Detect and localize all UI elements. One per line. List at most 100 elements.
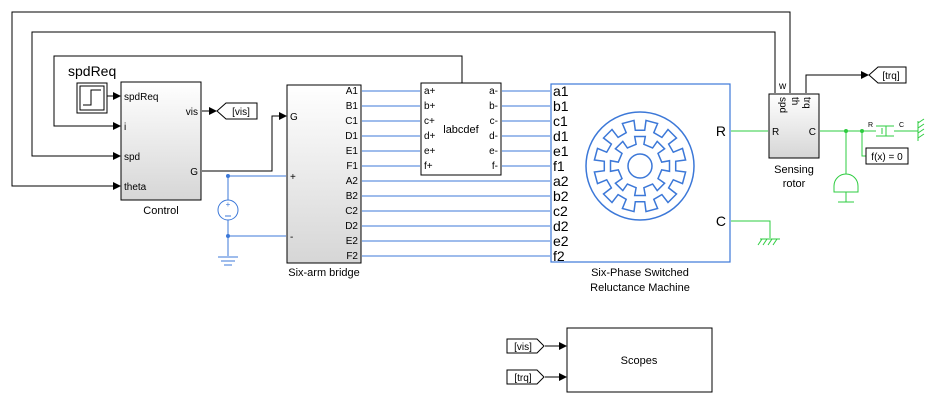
step-block[interactable]: spdReq — [68, 63, 116, 114]
srm-port-c: C — [716, 213, 726, 229]
scopes-label: Scopes — [621, 355, 658, 367]
line-g-to-bridge[interactable] — [202, 112, 287, 172]
srm-port: d1 — [553, 128, 569, 144]
labcdef-port: b- — [489, 101, 498, 112]
srm-port: b2 — [553, 188, 569, 204]
labcdef-port: f- — [492, 161, 498, 172]
srm-label-1: Six-Phase Switched — [591, 267, 689, 279]
control-port-g: G — [190, 167, 198, 178]
svg-text:[trq]: [trq] — [882, 71, 899, 82]
bridge-port: E2 — [346, 236, 359, 247]
control-label: Control — [143, 205, 178, 217]
bridge-label: Six-arm bridge — [288, 267, 360, 279]
srm-port: a2 — [553, 173, 569, 189]
labcdef-label: labcdef — [443, 124, 479, 136]
bridge-port: A2 — [346, 176, 359, 187]
vis-goto-tag[interactable]: [vis] — [216, 102, 258, 120]
bridge-port: C2 — [345, 206, 358, 217]
inertia-block[interactable] — [833, 173, 859, 203]
srm-port: c1 — [553, 113, 568, 129]
bridge-port: D1 — [345, 131, 358, 142]
control-block[interactable]: spdReq i spd theta vis G Control — [120, 81, 202, 217]
labcdef-port: a+ — [424, 86, 436, 97]
srm-port: a1 — [553, 83, 569, 99]
labcdef-left-ports: a+b+c+d+e+f+ — [424, 86, 436, 172]
labcdef-port: b+ — [424, 101, 436, 112]
srm-port: f1 — [553, 158, 565, 174]
svg-text:G: G — [290, 112, 298, 123]
bridge-port: D2 — [345, 221, 358, 232]
srm-port: b1 — [553, 98, 569, 114]
bridge-port: B1 — [346, 101, 359, 112]
svg-text:[vis]: [vis] — [514, 342, 532, 353]
sensor-w-label: w — [778, 81, 787, 92]
svg-text:f(x) = 0: f(x) = 0 — [871, 152, 903, 163]
labcdef-port: d+ — [424, 131, 436, 142]
electrical-lines — [227, 90, 550, 257]
svg-text:R: R — [868, 122, 873, 129]
line-trq-to-goto[interactable] — [805, 71, 869, 93]
mechanical-ground-icon[interactable] — [757, 238, 780, 246]
bridge-port: F1 — [346, 161, 358, 172]
ground-reference-icon[interactable] — [917, 118, 925, 141]
control-port-vis: vis — [186, 107, 198, 118]
labcdef-port: f+ — [424, 161, 433, 172]
electrical-ground-icon[interactable] — [218, 256, 238, 266]
scopes-from-vis[interactable]: [vis] — [506, 338, 545, 354]
bridge-port: A1 — [346, 86, 359, 97]
svg-text:th: th — [789, 97, 800, 105]
control-port-spd: spd — [124, 152, 140, 163]
svg-text:rotor: rotor — [783, 178, 806, 190]
bridge-port: F2 — [346, 251, 358, 262]
srm-label-2: Reluctance Machine — [590, 282, 690, 294]
labcdef-port: c- — [490, 116, 498, 127]
step-icon — [83, 89, 101, 106]
labcdef-port: a- — [489, 86, 498, 97]
bridge-port: E1 — [346, 146, 359, 157]
control-port-theta: theta — [124, 182, 147, 193]
line-case-to-ground[interactable] — [731, 220, 771, 238]
svg-text:+: + — [290, 172, 296, 183]
solver-configuration-block[interactable]: f(x) = 0 — [865, 147, 909, 165]
labcdef-port: e- — [489, 146, 498, 157]
scopes-block[interactable]: Scopes — [566, 327, 713, 393]
line-current-to-i[interactable] — [53, 55, 463, 130]
scopes-from-trq[interactable]: [trq] — [506, 369, 545, 385]
svg-text:Sensing: Sensing — [774, 164, 814, 176]
line-dc-minus[interactable] — [227, 220, 286, 237]
srm-port-r: R — [716, 123, 726, 139]
signal-lines — [11, 11, 869, 381]
srm-port: e2 — [553, 233, 569, 249]
labcdef-block[interactable]: a+b+c+d+e+f+ a-b-c-d-e-f- labcdef — [420, 82, 502, 176]
mechanical-lines — [731, 130, 918, 238]
srm-port: c2 — [553, 203, 568, 219]
labcdef-port: c+ — [424, 116, 435, 127]
control-port-i: i — [124, 122, 126, 133]
bridge-port: C1 — [345, 116, 358, 127]
svg-text:+: + — [226, 200, 231, 209]
labcdef-right-ports: a-b-c-d-e-f- — [489, 86, 498, 172]
line-w-to-theta[interactable] — [11, 11, 791, 190]
srm-port: d2 — [553, 218, 569, 234]
line-to-solver[interactable] — [861, 131, 866, 157]
bridge-port: B2 — [346, 191, 359, 202]
sensing-rotor-block[interactable]: spd th trq R C w Sensing rotor — [768, 81, 820, 190]
svg-text:spd: spd — [777, 97, 788, 113]
trq-goto-tag[interactable]: [trq] — [868, 66, 907, 84]
dc-voltage-source[interactable]: + — [217, 199, 239, 221]
rotational-damper-block[interactable]: R C — [868, 122, 904, 137]
svg-text:R: R — [772, 127, 779, 138]
labcdef-port: d- — [489, 131, 498, 142]
srm-port: f2 — [553, 248, 565, 264]
line-w-to-spd[interactable] — [31, 31, 776, 160]
svg-text:-: - — [290, 232, 293, 243]
svg-text:trq: trq — [801, 97, 812, 109]
line-dc-plus[interactable] — [227, 175, 286, 200]
control-port-spdreq: spdReq — [124, 92, 158, 103]
srm-port: e1 — [553, 143, 569, 159]
